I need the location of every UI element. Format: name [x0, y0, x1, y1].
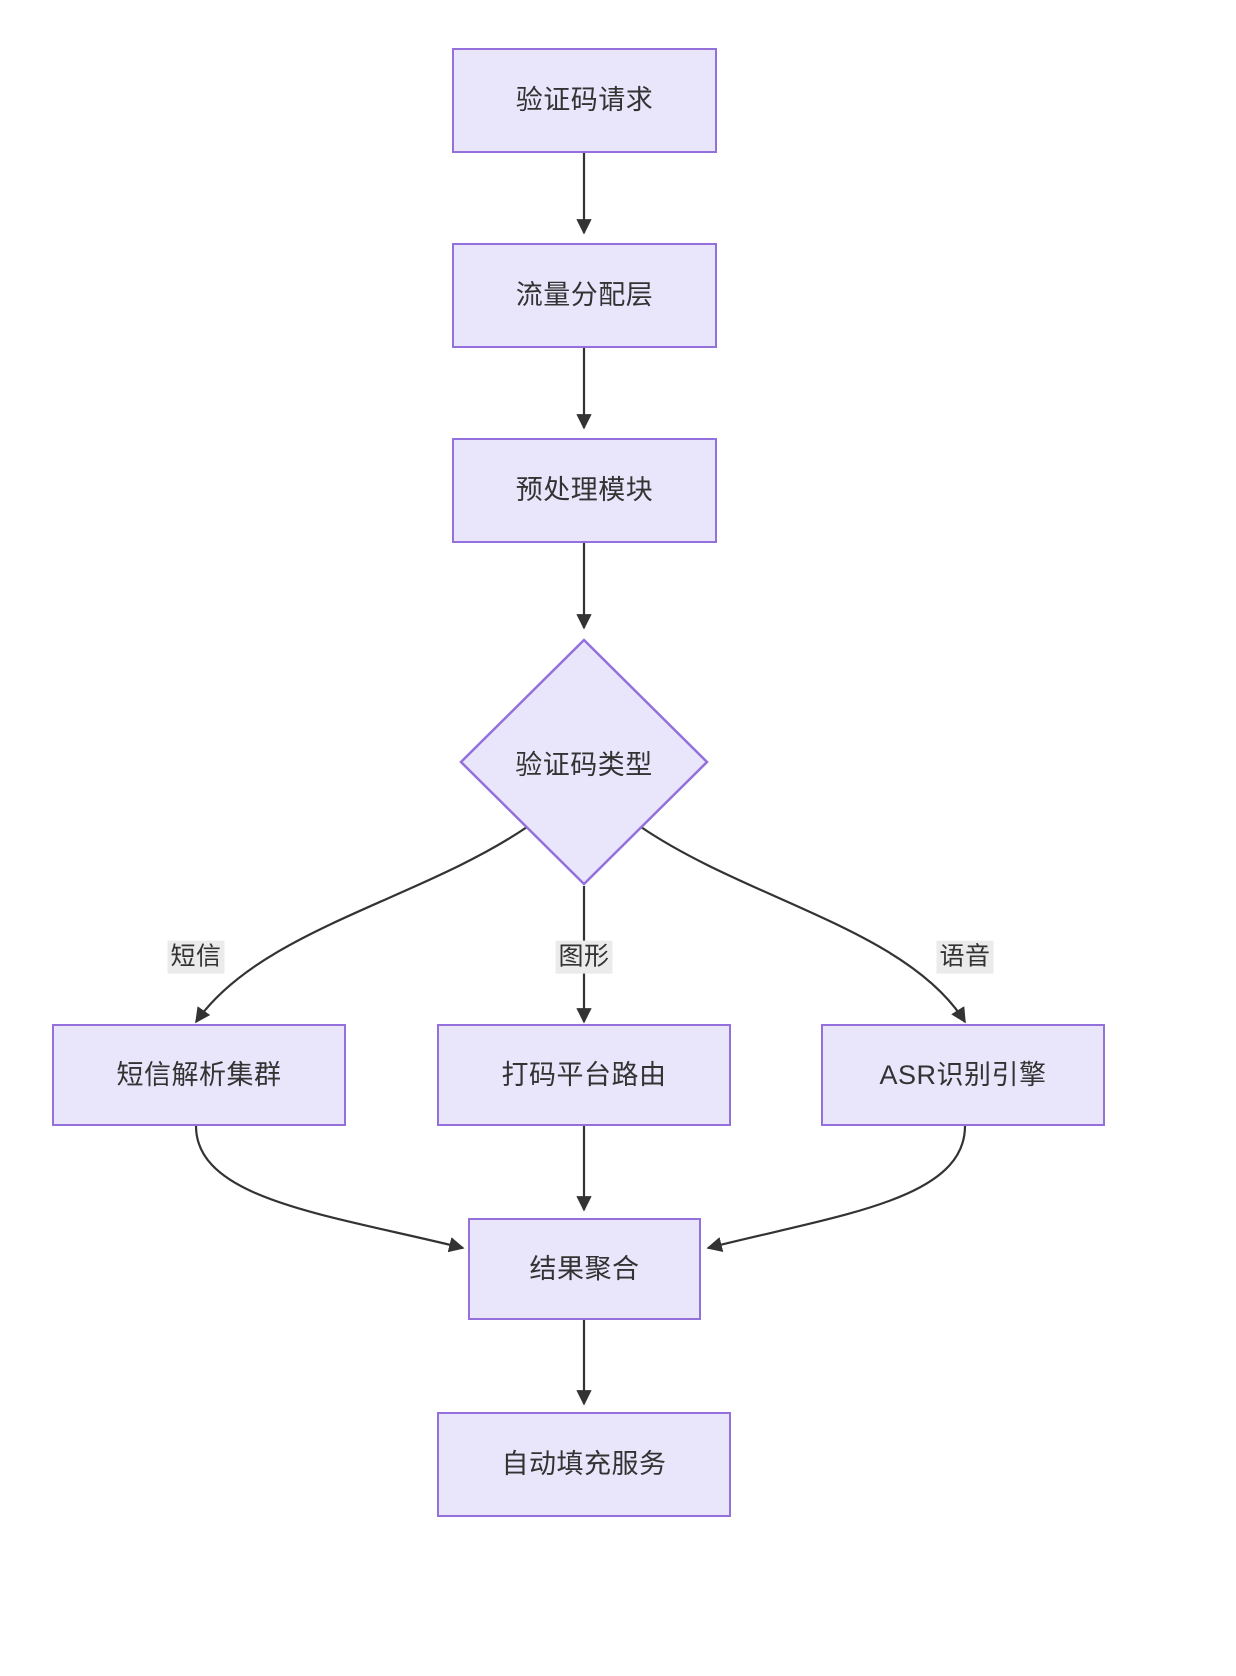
node-sms-parsing-cluster[interactable]: 短信解析集群 [52, 1024, 346, 1126]
node-captcha-type-decision[interactable]: 验证码类型 [459, 638, 709, 886]
edge-label-voice: 语音 [936, 940, 994, 974]
node-traffic-dispatch-layer[interactable]: 流量分配层 [452, 243, 717, 348]
edge-label-image: 图形 [555, 940, 613, 974]
node-auto-fill-service[interactable]: 自动填充服务 [437, 1412, 731, 1517]
node-label: 流量分配层 [515, 280, 654, 311]
edge-label-sms: 短信 [167, 940, 225, 974]
node-verification-request[interactable]: 验证码请求 [452, 48, 717, 153]
node-preprocess-module[interactable]: 预处理模块 [452, 438, 717, 543]
node-label: 预处理模块 [515, 475, 654, 506]
node-label: 结果聚合 [529, 1253, 640, 1284]
node-captcha-platform-routing[interactable]: 打码平台路由 [437, 1024, 731, 1126]
node-label: ASR识别引擎 [879, 1059, 1047, 1090]
node-asr-recognition-engine[interactable]: ASR识别引擎 [821, 1024, 1105, 1126]
node-label: 验证码类型 [515, 749, 653, 780]
node-result-aggregation[interactable]: 结果聚合 [468, 1218, 701, 1320]
node-label: 短信解析集群 [116, 1059, 282, 1090]
diamond-shape [459, 638, 709, 886]
node-label: 自动填充服务 [501, 1449, 667, 1480]
node-label: 打码平台路由 [501, 1059, 667, 1090]
edge-voice-to-aggregate [706, 1125, 967, 1253]
edge-sms-to-aggregate [194, 1125, 465, 1253]
node-label: 验证码请求 [515, 85, 654, 116]
